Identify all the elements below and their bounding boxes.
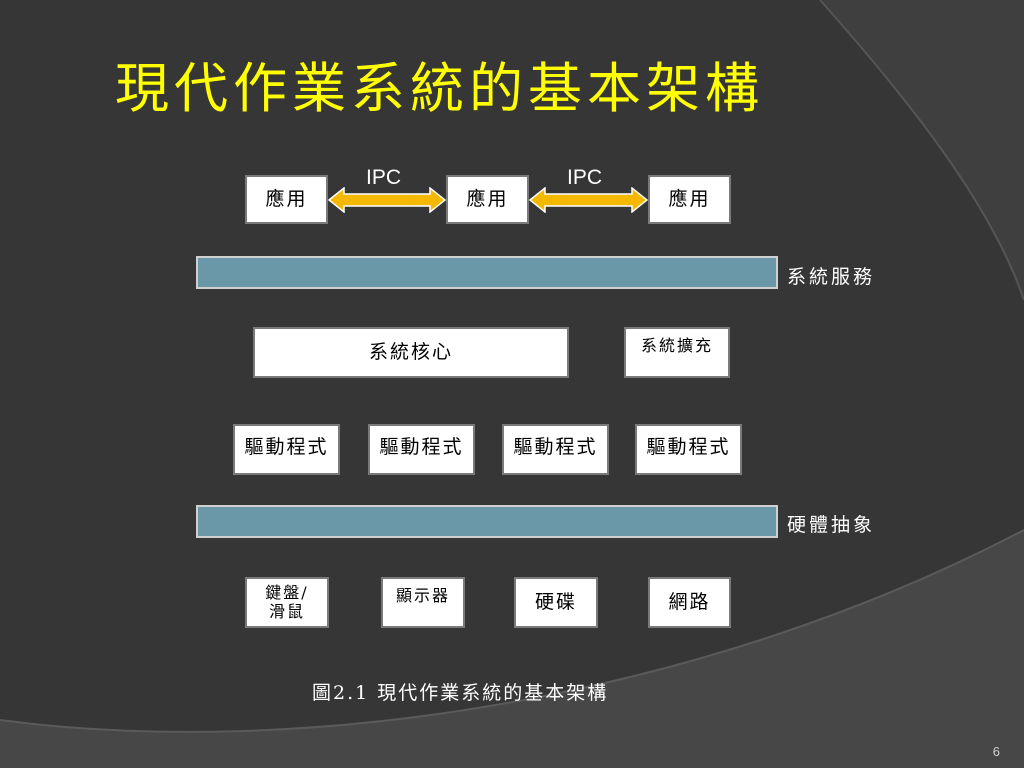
- hardware-abstraction-label: 硬體抽象: [787, 514, 876, 536]
- system-services-bar: [196, 256, 778, 289]
- application-box-2: 應用: [446, 175, 529, 224]
- application-box-3: 應用: [648, 175, 731, 224]
- keyboard-label: 鍵盤/: [265, 583, 309, 603]
- slide-title: 現代作業系統的基本架構: [115, 57, 764, 120]
- network-box: 網路: [648, 577, 731, 628]
- application-box-1: 應用: [245, 175, 328, 224]
- mouse-label: 滑鼠: [268, 601, 305, 621]
- driver-box-3: 驅動程式: [502, 424, 609, 475]
- hardware-abstraction-bar: [196, 505, 778, 538]
- ipc-arrow-2: [529, 187, 648, 213]
- driver-box-4: 驅動程式: [635, 424, 742, 475]
- hard-disk-box: 硬碟: [514, 577, 598, 628]
- driver-box-1: 驅動程式: [233, 424, 340, 475]
- kernel-box: 系統核心: [253, 327, 569, 378]
- system-services-label: 系統服務: [787, 266, 876, 288]
- page-number: 6: [992, 744, 1000, 759]
- figure-caption: 圖2.1 現代作業系統的基本架構: [312, 682, 609, 704]
- system-extension-box: 系統擴充: [624, 327, 730, 378]
- ipc-label-1: IPC: [366, 166, 402, 189]
- ipc-label-2: IPC: [567, 166, 603, 189]
- driver-box-2: 驅動程式: [368, 424, 475, 475]
- keyboard-mouse-box: 鍵盤/ 滑鼠: [245, 577, 329, 628]
- ipc-arrow-1: [328, 187, 446, 213]
- display-box: 顯示器: [381, 577, 465, 628]
